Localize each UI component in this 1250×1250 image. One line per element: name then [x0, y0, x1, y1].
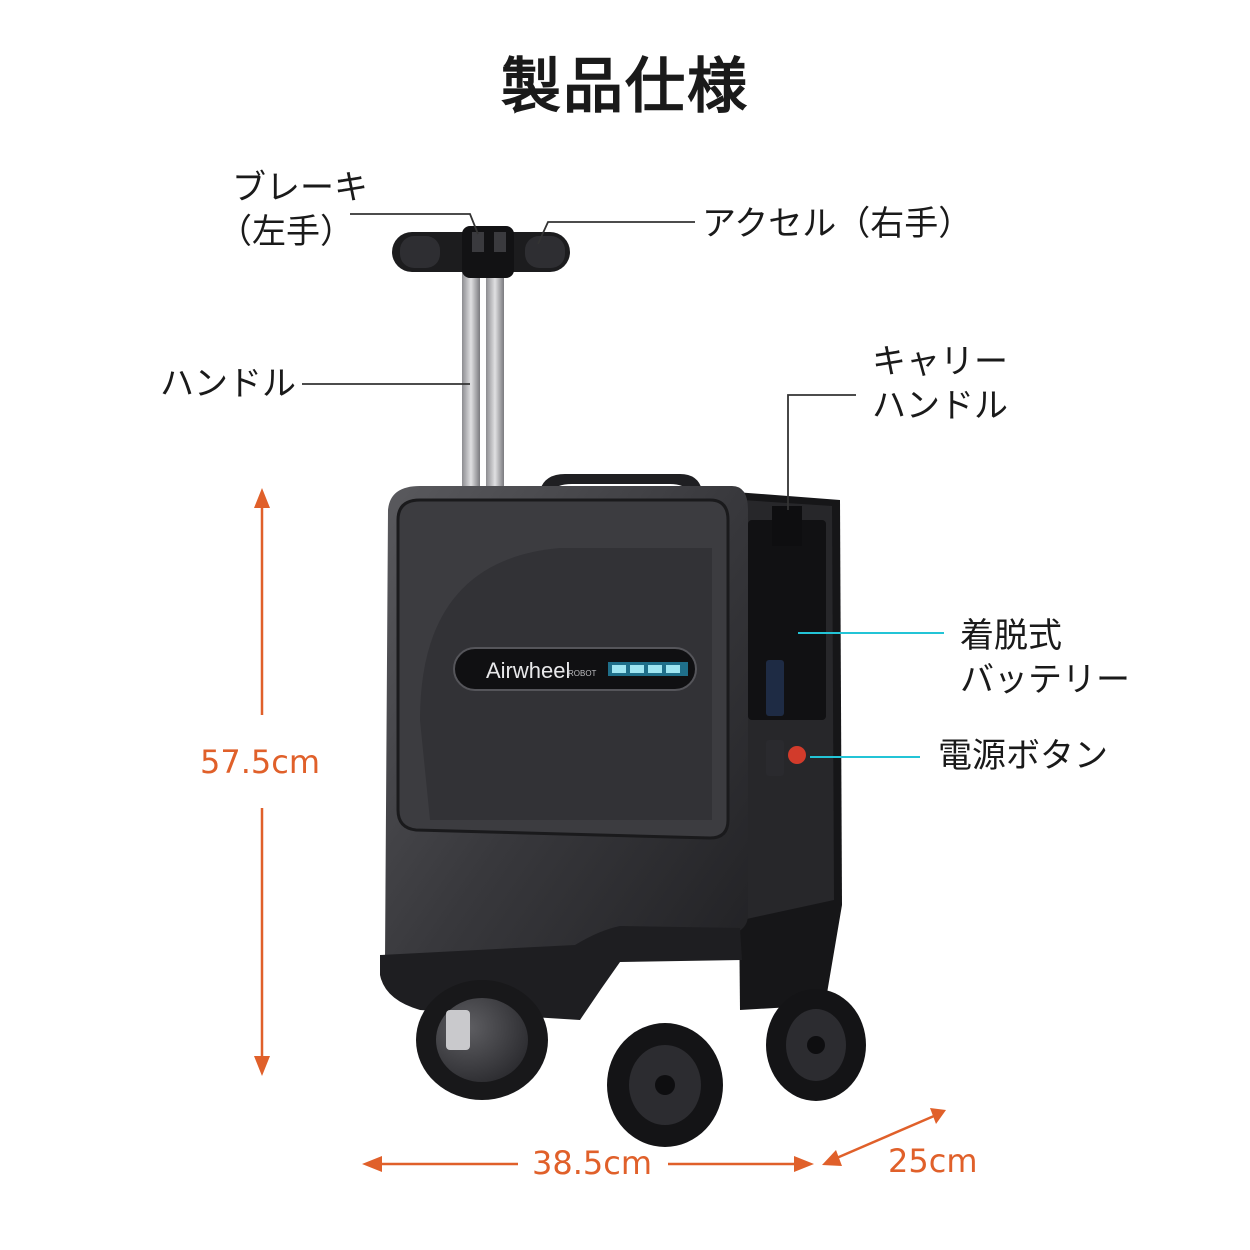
- carry-label-line1: キャリー: [872, 342, 1008, 382]
- logo-stripes: [608, 662, 688, 676]
- brake-label: ブレーキ （左手）: [218, 166, 368, 254]
- leader-lines: [302, 213, 856, 510]
- brake-label-line2: （左手）: [218, 212, 354, 252]
- logo-text: Airwheel: [486, 658, 570, 683]
- top-handle: [540, 474, 702, 492]
- battery-label: 着脱式 バッテリー: [960, 614, 1130, 702]
- carry-label-line2: ハンドル: [872, 386, 1008, 426]
- carry-leader: [787, 394, 856, 510]
- logo-plate: [453, 647, 697, 691]
- brake-leader: [350, 213, 479, 235]
- carry-handle-label: キャリー ハンドル: [872, 340, 1008, 428]
- height-dimension: 57.5cm: [200, 743, 321, 781]
- carry-handle: [772, 506, 802, 546]
- logo-sub: ROBOT: [568, 669, 597, 678]
- battery-pack: [748, 520, 826, 720]
- battery-label-line2: バッテリー: [960, 660, 1130, 700]
- front-wheel-left: [607, 1023, 723, 1147]
- depth-dimension: 25cm: [888, 1142, 978, 1180]
- dimension-arrows: [254, 488, 946, 1172]
- power-button: [788, 746, 806, 764]
- accel-leader: [537, 221, 695, 245]
- brake-label-line1: ブレーキ: [232, 168, 368, 208]
- accel-label: アクセル（右手）: [702, 204, 973, 244]
- power-button-label: 電源ボタン: [938, 736, 1108, 776]
- handlebar: [392, 226, 570, 278]
- rear-wheel: [416, 980, 548, 1100]
- handle-poles: [462, 268, 504, 490]
- front-wheel-right: [766, 989, 866, 1101]
- page-title: 製品仕様: [501, 52, 749, 122]
- width-dimension: 38.5cm: [532, 1144, 653, 1182]
- battery-label-line1: 着脱式: [960, 616, 1062, 656]
- callout-lines: [798, 632, 944, 758]
- battery-indicator: [766, 660, 784, 716]
- handle-label: ハンドル: [160, 364, 296, 404]
- depth-arrow: [831, 1114, 935, 1162]
